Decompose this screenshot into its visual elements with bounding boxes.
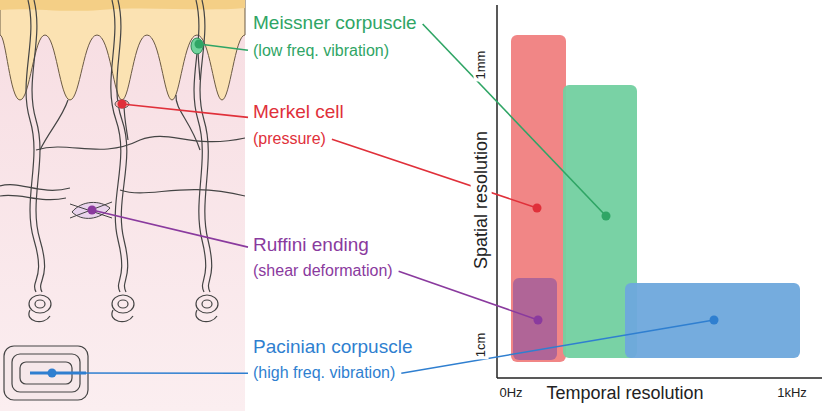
marker-dots	[48, 40, 719, 378]
receptor-name: Merkel cell	[253, 101, 344, 123]
leader-line	[423, 24, 606, 216]
tick-label: 1cm	[474, 331, 489, 360]
leader-line	[199, 44, 248, 50]
receptor-function: (high freq. vibration)	[253, 364, 395, 382]
skin-section	[0, 0, 245, 411]
receptor-function: (shear deformation)	[253, 262, 393, 280]
leader-line	[399, 271, 538, 320]
leader-line	[122, 104, 248, 117]
tick-label: 0Hz	[499, 386, 522, 401]
leader-line	[401, 320, 714, 373]
receptor-function: (low freq. vibration)	[253, 42, 389, 60]
receptor-name: Pacinian corpuscle	[253, 336, 412, 358]
leader-line	[92, 210, 248, 247]
leader-line	[332, 139, 537, 208]
tick-label: 1kHz	[777, 386, 807, 401]
axis-title: Spatial resolution	[471, 129, 492, 271]
leader-line	[52, 372, 248, 374]
resolution-chart	[497, 5, 822, 378]
leader-lines	[52, 24, 714, 373]
receptor-function: (pressure)	[253, 130, 326, 148]
tick-label: 1mm	[474, 49, 489, 82]
axis-title: Temporal resolution	[546, 383, 703, 404]
receptor-name: Ruffini ending	[253, 234, 369, 256]
receptor-name: Meissner corpuscle	[253, 12, 417, 34]
